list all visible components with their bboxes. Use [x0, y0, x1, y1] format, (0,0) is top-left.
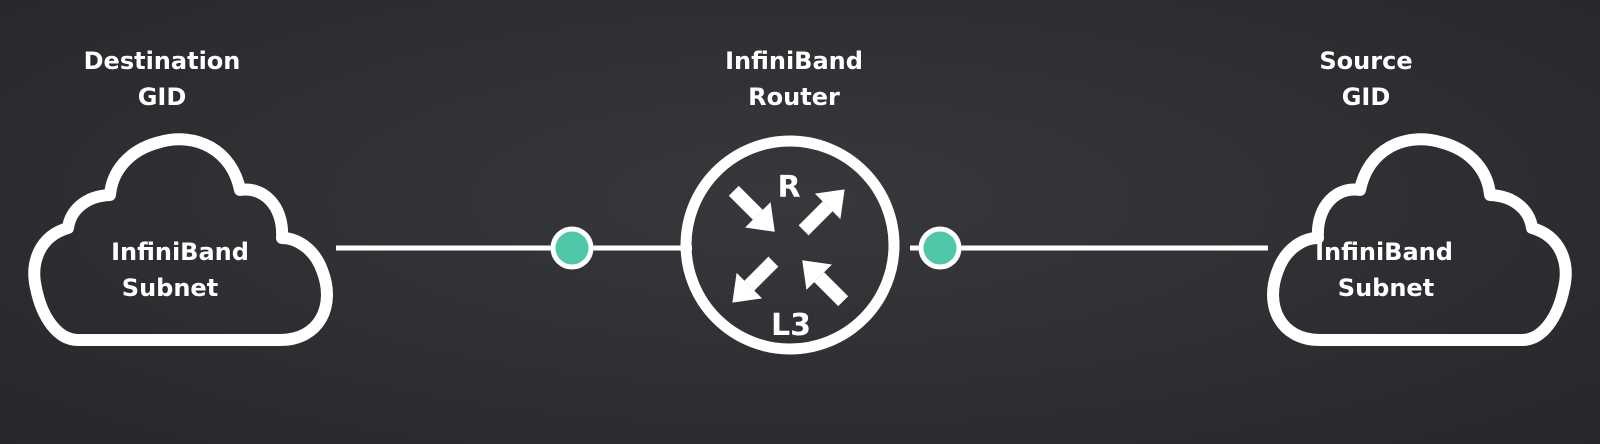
source-cloud-label-line1: InfiniBand — [1315, 238, 1453, 266]
router-title-line1: InfiniBand — [725, 47, 863, 75]
source-title-line2: GID — [1342, 83, 1391, 111]
destination-title-line2: GID — [138, 83, 187, 111]
node-left — [550, 226, 594, 270]
source-title-line1: Source — [1319, 47, 1412, 75]
router-arrows-icon — [728, 185, 849, 307]
router-bottom-letter: L3 — [771, 308, 811, 343]
destination-cloud-label-line2: Subnet — [122, 274, 218, 302]
node-right — [918, 226, 962, 270]
destination-subnet-cloud-icon — [28, 133, 333, 346]
destination-title-line1: Destination — [84, 47, 241, 75]
router-top-letter: R — [777, 170, 800, 205]
source-subnet-cloud-icon — [1267, 133, 1572, 346]
destination-cloud-label-line1: InfiniBand — [111, 238, 249, 266]
router-icon — [680, 135, 900, 355]
router-title-line2: Router — [748, 83, 840, 111]
source-cloud-label-line2: Subnet — [1338, 274, 1434, 302]
